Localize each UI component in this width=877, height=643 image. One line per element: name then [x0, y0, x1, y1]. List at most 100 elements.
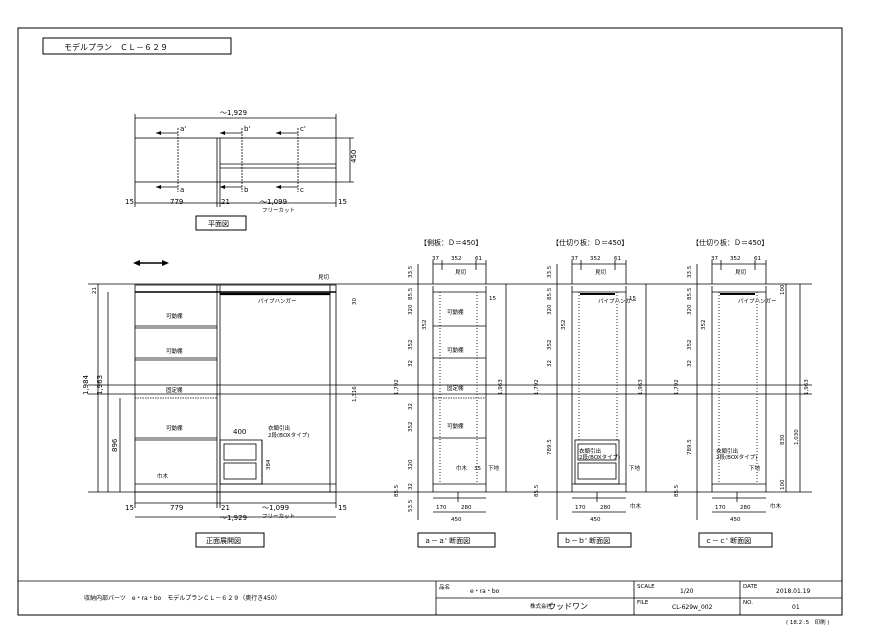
- title-block: [18, 580, 842, 615]
- front-top-gap: 21: [92, 287, 98, 294]
- front-right-dim-30: 30: [352, 298, 358, 305]
- section-c-dim-789: 789.5: [687, 439, 693, 455]
- section-a-rail-label: 見切: [455, 269, 467, 276]
- title-file: CL-629w_002: [672, 604, 713, 611]
- section-a-caption-box: [417, 532, 496, 548]
- section-c-right-1030: 1,030: [794, 429, 800, 445]
- section-b-top-352: 352: [590, 256, 601, 262]
- section-b-drawer-sub: 2段(BOXタイプ): [579, 453, 620, 461]
- section-c-bottom-170: 170: [715, 505, 726, 511]
- section-b-base-label: 巾木: [630, 502, 642, 510]
- title-client-label: 品名: [439, 583, 450, 591]
- title-scale: 1/20: [680, 588, 694, 595]
- title-company: ウッドワン: [548, 602, 588, 611]
- section-b-dim-789: 789.5: [547, 439, 553, 455]
- section-c: 【仕切り板：Ｄ＝450】 37 352 61: [645, 238, 812, 548]
- title-footer: ( 18.2 .5 印刷 ): [786, 618, 830, 626]
- section-b-dim-352b: 352: [561, 320, 567, 331]
- section-b-dim-32: 32: [547, 360, 553, 367]
- section-b-caption-box: [557, 532, 632, 548]
- section-c-dim-320: 320: [687, 304, 693, 315]
- plan-dim-779: 779: [170, 198, 183, 206]
- section-c-dim-85b: 85.5: [674, 484, 680, 497]
- section-c-drawer-label: 衣類引出: [716, 447, 738, 455]
- model-plan-title: モデルプラン ＣＬ－６２９: [64, 42, 168, 52]
- section-b-bottom-170: 170: [575, 505, 586, 511]
- title-client: e・ra・bo: [470, 588, 500, 595]
- plan-mark-b-prime: b': [244, 125, 250, 133]
- section-a-shelf-label-3: 可動棚: [447, 422, 464, 430]
- front-dim-779: 779: [170, 504, 183, 512]
- front-dim-1099: ～1,099: [262, 504, 289, 512]
- section-a: 【側板：Ｄ＝450】 37: [360, 238, 507, 548]
- section-a-mirror-dim: 35: [474, 466, 481, 472]
- section-a-base-label: 巾木: [456, 464, 468, 472]
- section-c-right-100b: 100: [780, 479, 786, 490]
- section-c-top-61: 61: [754, 256, 761, 262]
- section-a-dim-53: 53.5: [408, 499, 414, 512]
- front-dim-21: 21: [221, 504, 230, 512]
- front-free-cut: フリーカット: [262, 513, 295, 520]
- section-a-right-1963: 1,963: [498, 379, 504, 395]
- title-file-label: FILE: [637, 600, 649, 606]
- front-drawer-sub: 2段(BOXタイプ): [268, 431, 309, 439]
- front-caption: 正面展開図: [206, 537, 241, 545]
- section-b-rail-label: 見切: [595, 269, 607, 276]
- plan-free-cut: フリーカット: [262, 207, 295, 214]
- plan-mark-c: c: [300, 186, 304, 194]
- section-c-header: 【仕切り板：Ｄ＝450】: [692, 238, 768, 247]
- section-b-drawer-label: 衣類引出: [579, 447, 601, 455]
- section-c-bottom-280: 280: [740, 505, 751, 511]
- front-height-896: 896: [111, 438, 119, 452]
- front-drawer-width: 400: [233, 428, 246, 436]
- section-c-right-830: 830: [780, 434, 786, 445]
- section-c-base-label: 巾木: [770, 502, 782, 510]
- section-a-dim-320b: 320: [408, 459, 414, 470]
- section-c-caption-box: [698, 532, 773, 548]
- title-no-label: NO.: [743, 600, 753, 606]
- section-c-top-37: 37: [711, 256, 718, 262]
- section-a-dim-85b: 85.5: [394, 484, 400, 497]
- section-c-right-1963: 1,963: [804, 379, 810, 395]
- section-c-dim-33: 33.5: [687, 265, 693, 278]
- section-b-right-1963: 1,963: [638, 379, 644, 395]
- section-c-dim-352b: 352: [701, 320, 707, 331]
- section-a-dim-33: 33.5: [408, 265, 414, 278]
- front-shelf-label-3: 可動棚: [166, 424, 183, 432]
- plan-dim-21: 21: [221, 198, 230, 206]
- title-no: 01: [792, 604, 800, 611]
- section-b-dim-33: 33.5: [547, 265, 553, 278]
- front-total-width: ～1,929: [220, 514, 247, 522]
- section-b-dim-352: 352: [547, 340, 553, 351]
- front-height-1963: 1,963: [96, 375, 104, 395]
- title-date-label: DATE: [743, 584, 758, 590]
- plan-mark-a: a: [180, 186, 184, 194]
- section-b-right-15: 15: [629, 296, 636, 302]
- section-a-dim-32c: 32: [408, 483, 414, 490]
- front-fixed-shelf-label: 固定棚: [166, 386, 183, 394]
- front-drawer-title: 衣類引出: [268, 424, 290, 432]
- section-c-dim-32: 32: [687, 360, 693, 367]
- section-a-right-15: 15: [489, 296, 496, 302]
- plan-mark-c-prime: c': [300, 125, 306, 133]
- section-b: 【仕切り板：Ｄ＝450】 37: [505, 238, 647, 548]
- section-b-foot-label: 下地: [629, 464, 641, 472]
- section-b-dim-320: 320: [547, 304, 553, 315]
- front-top-rail-label: 見切: [318, 274, 330, 281]
- title-date: 2018.01.19: [776, 588, 811, 595]
- section-a-bottom-170: 170: [436, 505, 447, 511]
- section-a-dim-85: 85.5: [408, 287, 414, 300]
- section-b-bottom-280: 280: [600, 505, 611, 511]
- front-right-dim-1316: 1,316: [352, 386, 358, 402]
- front-dim-right: 15: [338, 504, 347, 512]
- section-c-total: 450: [730, 517, 741, 523]
- section-b-pipe-label: パイプハンガー: [598, 297, 637, 305]
- front-shelf-label-1: 可動棚: [166, 312, 183, 320]
- section-a-shelf-label-2: 可動棚: [447, 346, 464, 354]
- section-c-right-100: 100: [780, 284, 786, 295]
- section-a-top-37: 37: [432, 256, 439, 262]
- plan-dim-right: 15: [338, 198, 347, 206]
- section-c-foot-label: 下地: [749, 464, 761, 472]
